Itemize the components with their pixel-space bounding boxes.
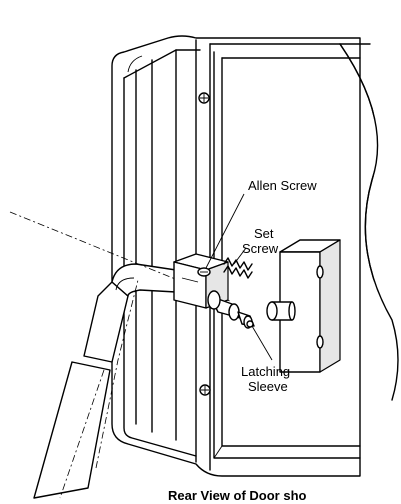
handle-lever xyxy=(33,263,177,499)
door-glass-panel xyxy=(209,40,401,480)
leader-latching-sleeve xyxy=(251,325,273,361)
label-set-screw-2: Screw xyxy=(242,241,279,256)
lever-centerline xyxy=(95,279,139,469)
latch-block xyxy=(173,253,229,309)
label-latching-sleeve-1: Latching xyxy=(241,364,290,379)
hinge-screw-bottom xyxy=(199,384,211,396)
label-set-screw-1: Set xyxy=(254,226,274,241)
set-screw xyxy=(223,257,253,279)
leader-set-screw xyxy=(233,247,247,265)
strike-plate xyxy=(266,239,341,373)
leader-allen-screw xyxy=(205,193,245,269)
hinge-screw-top xyxy=(198,92,210,104)
latching-sleeve xyxy=(207,290,255,329)
allen-screw xyxy=(197,267,211,277)
figure-caption: Rear View of Door sho xyxy=(168,488,307,503)
label-allen-screw: Allen Screw xyxy=(248,178,317,193)
label-latching-sleeve-2: Sleeve xyxy=(248,379,288,394)
